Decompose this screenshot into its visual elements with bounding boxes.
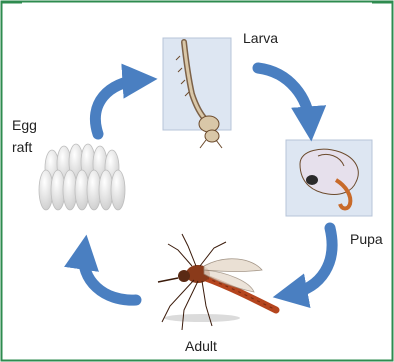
- label-pupa: Pupa: [350, 231, 383, 247]
- larva-image: [163, 38, 231, 148]
- adult-mosquito-image: [158, 234, 276, 330]
- pupa-image: [286, 140, 372, 216]
- label-egg: Egg: [12, 117, 37, 133]
- label-raft: raft: [12, 139, 32, 155]
- arrow-egg-to-larva: [95, 80, 140, 134]
- arrow-pupa-to-adult: [290, 228, 332, 294]
- arrow-adult-to-egg: [84, 252, 136, 300]
- label-adult: Adult: [185, 338, 217, 354]
- egg-raft-image: [39, 144, 125, 210]
- arrow-larva-to-pupa: [258, 68, 310, 124]
- label-larva: Larva: [243, 30, 278, 46]
